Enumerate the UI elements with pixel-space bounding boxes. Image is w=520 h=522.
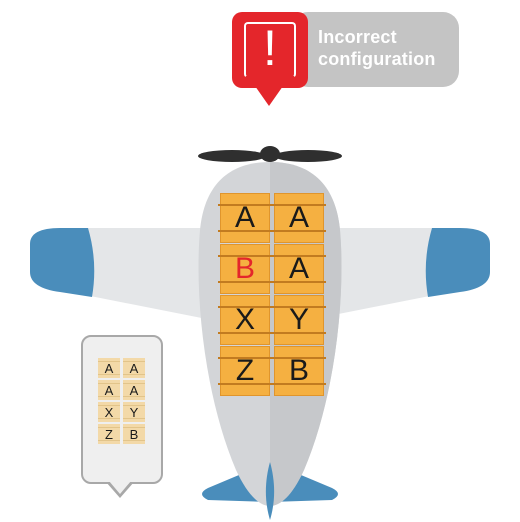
key-cell: A [123,358,145,378]
propeller-blade-left [198,150,266,162]
crate-label: A [288,201,309,234]
key-cell: Y [123,402,145,422]
crate-label: B [288,354,309,387]
alert-message-line2: configuration [318,49,436,69]
left-wingtip [30,228,95,297]
crate: X [218,295,272,345]
key-row: Z B [98,424,145,444]
crate: A [272,244,326,294]
key-cell: B [123,424,145,444]
cargo-row: A A [218,193,326,243]
alert-message-pill [292,12,459,87]
incorrect-configuration-alert: Incorrect configuration ! [232,12,460,108]
key-cell: Z [98,424,120,444]
key-row: A A [98,358,145,378]
alert-message: Incorrect configuration [318,26,458,70]
crate: Z [218,346,272,396]
crate: Y [272,295,326,345]
cargo-row: B A [218,244,326,294]
crate: A [218,193,272,243]
right-wingtip [425,228,490,297]
reference-key-bubble: A A A A X Y Z B [81,335,163,484]
crate: A [272,193,326,243]
alert-message-line1: Incorrect [318,27,397,47]
alert-pointer [255,86,283,106]
crate-label: Z [235,354,255,387]
crate-label: A [288,252,309,285]
crate-incorrect: B [218,244,272,294]
key-cell: A [98,358,120,378]
exclamation-mark: ! [263,20,277,76]
crate-label: Y [288,303,309,336]
propeller-hub [260,146,280,162]
crate-label-incorrect: B [234,252,255,285]
key-cell: X [98,402,120,422]
crate-label: X [234,303,255,336]
key-cell: A [98,380,120,400]
key-row: A A [98,380,145,400]
cargo-row: X Y [218,295,326,345]
propeller-blade-right [274,150,342,162]
cargo-grid: A A B A X Y Z B [218,193,326,397]
exclamation-icon: ! [232,12,308,88]
key-row: X Y [98,402,145,422]
crate: B [272,346,326,396]
key-cell: A [123,380,145,400]
cargo-row: Z B [218,346,326,396]
tail-fin [265,462,275,520]
reference-key-grid: A A A A X Y Z B [98,358,145,446]
crate-label: A [234,201,255,234]
